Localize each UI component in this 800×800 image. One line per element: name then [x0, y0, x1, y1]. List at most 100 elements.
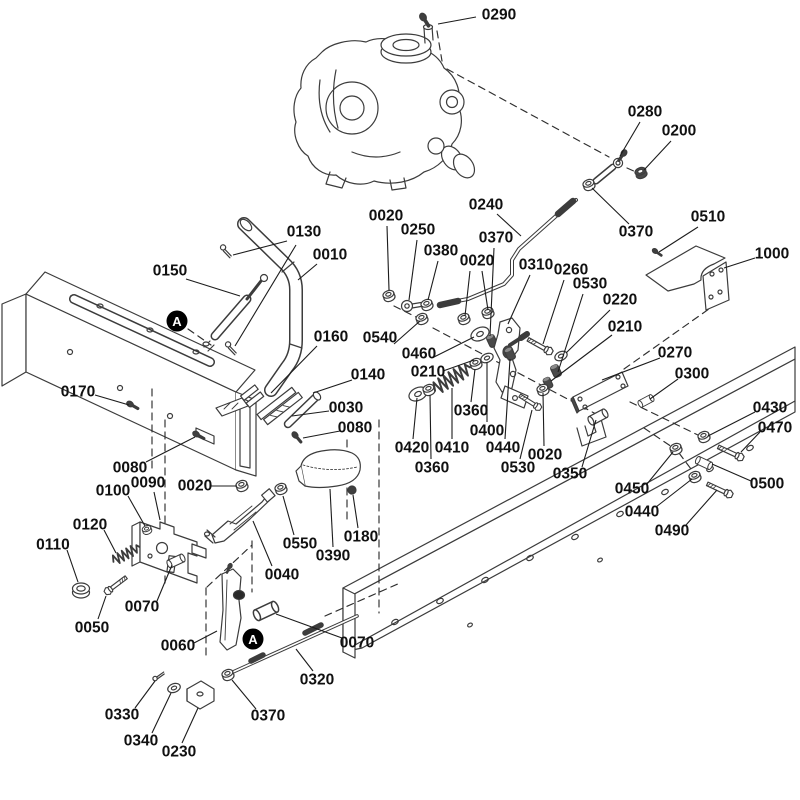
clip-0130-icon [223, 340, 239, 356]
part-number-label: 0120 [73, 517, 107, 534]
part-number-label: 0160 [314, 329, 348, 346]
part-number-label: 0370 [619, 224, 653, 241]
leader-line [433, 336, 475, 358]
part-number-label: 0070 [340, 635, 374, 652]
part-number-label: 0130 [287, 224, 321, 241]
control-arm-illustration [203, 488, 276, 544]
part-number-label: 0450 [615, 481, 649, 498]
leader-line [591, 187, 630, 225]
leader-line [329, 488, 334, 548]
bolt-0260-icon [525, 335, 555, 358]
part-number-label: 0080 [338, 420, 372, 437]
frame-rail-illustration [342, 346, 796, 659]
leader-line [352, 494, 359, 529]
leader-line [470, 368, 476, 403]
shift-rod-illustration [381, 147, 649, 327]
part-number-label: 0050 [75, 620, 109, 637]
clip-0130-icon [218, 243, 234, 259]
lower-lever-illustration [151, 561, 359, 710]
part-number-label: 0060 [161, 638, 195, 655]
leader-line [291, 410, 330, 417]
leader-line [97, 595, 107, 620]
part-number-label: 0430 [753, 400, 787, 417]
anchor-plate-illustration [570, 371, 629, 414]
nut-0380-icon [419, 297, 435, 313]
part-number-label: 0540 [363, 330, 397, 347]
latch-bracket-illustration [71, 398, 289, 599]
leader-line [193, 630, 218, 644]
part-number-label: 0260 [554, 262, 588, 279]
bolt-0280-icon [615, 147, 630, 164]
part-number-label: 0340 [124, 733, 158, 750]
part-number-label: 0150 [153, 263, 187, 280]
console-frame-illustration [1, 271, 257, 477]
part-number-label: 0390 [316, 548, 350, 565]
leader-line [252, 520, 273, 567]
part-number-label: 0380 [424, 243, 458, 260]
leader-line [151, 692, 172, 734]
leader-line [464, 270, 471, 317]
lever-base-illustration [215, 384, 322, 446]
leader-line [282, 495, 295, 536]
leader-line [295, 648, 314, 672]
view-markers-layer: AA [166, 310, 264, 650]
part-number-label: 0230 [162, 744, 196, 761]
leader-line [740, 431, 761, 453]
part-number-label: 0490 [655, 523, 689, 540]
part-number-label: 0200 [662, 123, 696, 140]
leader-line [156, 564, 173, 602]
leader-line [601, 357, 661, 381]
nut-0020-icon [456, 311, 472, 327]
part-number-label: 0550 [283, 536, 317, 553]
leader-line [619, 121, 641, 157]
svg-text:A: A [248, 632, 258, 647]
washer-0220-icon [552, 348, 570, 364]
part-number-label: 0170 [61, 384, 95, 401]
part-number-label: 0080 [113, 460, 147, 477]
part-number-label: 0470 [758, 420, 792, 437]
leader-line [519, 409, 533, 460]
leader-line [655, 478, 693, 508]
leader-line [643, 140, 672, 171]
part-number-label: 0400 [470, 423, 504, 440]
cap-0070-icon [251, 599, 281, 623]
deflector-plate-illustration [295, 449, 361, 495]
nut-0110-icon [71, 582, 91, 599]
leader-line [565, 309, 611, 354]
leader-line [393, 320, 421, 345]
leader-line [386, 225, 390, 291]
leader-line [542, 279, 565, 345]
part-number-label: 0360 [454, 403, 488, 420]
part-number-label: 0210 [411, 364, 445, 381]
leader-line [302, 430, 341, 439]
part-number-label: 0030 [329, 400, 363, 417]
part-number-label: 0510 [691, 209, 725, 226]
part-number-label: 0020 [528, 447, 562, 464]
part-number-label: 0290 [482, 7, 516, 24]
screw-0180-icon [347, 485, 357, 495]
leader-line [232, 240, 288, 256]
part-number-label: 0210 [608, 319, 642, 336]
part-number-label: 0300 [675, 366, 709, 383]
leader-line [134, 680, 156, 709]
leader-line [442, 359, 475, 372]
leader-line [581, 419, 597, 468]
part-number-label: 0180 [344, 529, 378, 546]
leader-line [231, 679, 257, 710]
nut-0020-icon [381, 288, 397, 304]
part-number-label: 0100 [96, 483, 130, 500]
leader-line [185, 278, 241, 297]
leader-line [550, 334, 613, 382]
part-number-label: 0370 [251, 708, 285, 725]
svg-text:A: A [172, 314, 182, 329]
gas-spring-illustration [202, 273, 269, 352]
leader-line [507, 274, 531, 325]
part-number-label: 0410 [435, 440, 469, 457]
leader-line [658, 226, 699, 253]
leader-line [437, 16, 477, 25]
part-number-label: 0270 [658, 345, 692, 362]
spring-0410-icon [432, 363, 472, 393]
leader-line [504, 358, 511, 440]
leader-line [66, 549, 79, 583]
leader-line [723, 257, 756, 269]
